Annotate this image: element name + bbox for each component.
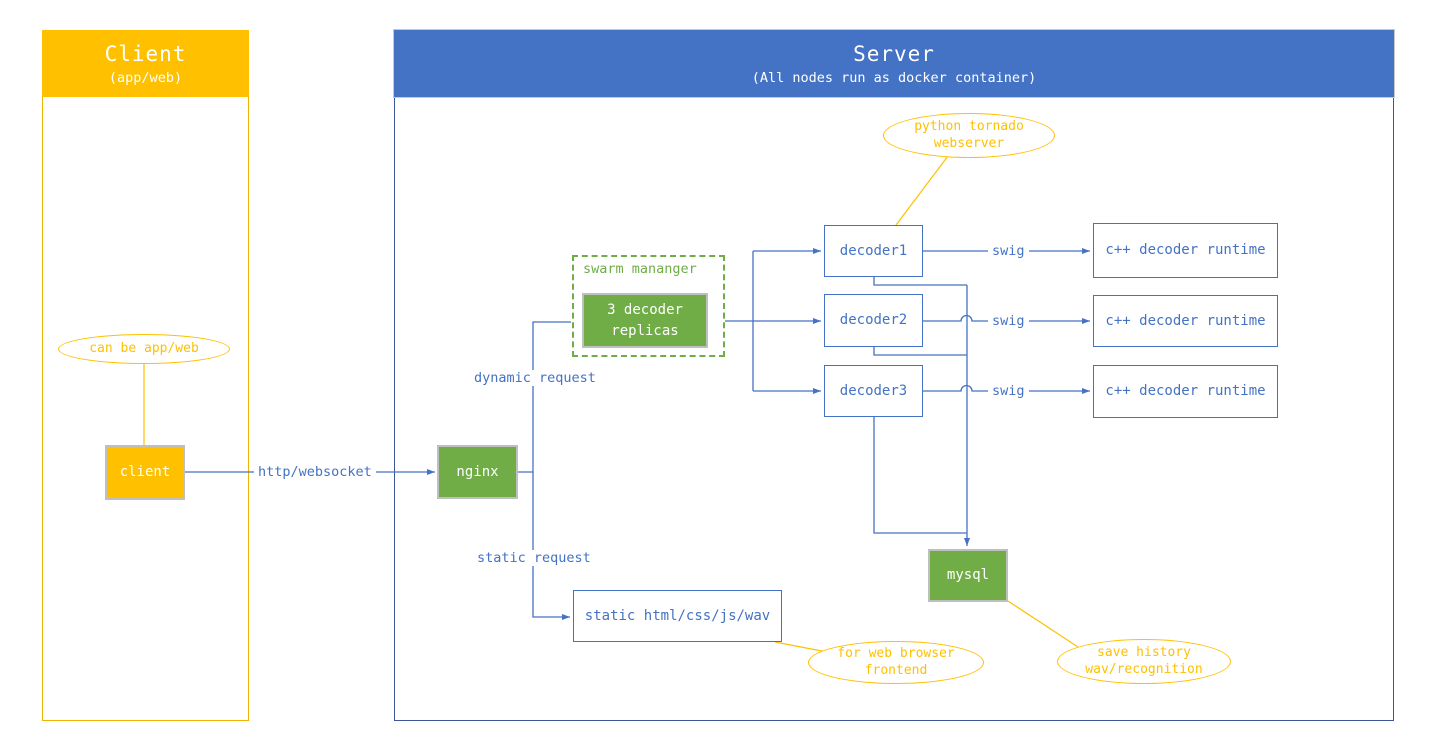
decoder1-node: decoder1 [824, 225, 923, 277]
python-tornado-line2: webserver [933, 135, 1005, 151]
server-container: Server (All nodes run as docker containe… [393, 29, 1395, 721]
swarm-manager-label: swarm mananger [583, 261, 697, 277]
runtime3-label: c++ decoder runtime [1105, 383, 1266, 400]
swig1-label: swig [988, 243, 1029, 259]
client-node-label: client [119, 464, 171, 481]
server-container-header: Server (All nodes run as docker containe… [393, 29, 1395, 98]
nginx-node-label: nginx [456, 463, 499, 480]
runtime2-node: c++ decoder runtime [1093, 295, 1278, 347]
runtime1-node: c++ decoder runtime [1093, 223, 1278, 278]
decoder3-node: decoder3 [824, 365, 923, 417]
replicas-line1: 3 decoder [607, 302, 683, 319]
edge-decoder3-mysql [873, 417, 967, 534]
server-subtitle: (All nodes run as docker container) [751, 69, 1037, 86]
nginx-node: nginx [437, 445, 518, 499]
client-subtitle: (app/web) [108, 69, 183, 86]
python-tornado-ellipse: python tornado webserver [883, 113, 1055, 158]
link-static-frontend [774, 641, 828, 653]
static-files-node: static html/css/js/wav [573, 590, 782, 642]
swig3-label: swig [988, 383, 1029, 399]
runtime2-label: c++ decoder runtime [1105, 312, 1266, 329]
decoder-replicas-node: 3 decoder replicas [582, 293, 708, 348]
edge-decoder2-mysql [873, 347, 967, 356]
decoder2-node: decoder2 [824, 294, 923, 347]
save-history-line2: wav/recognition [1085, 661, 1203, 677]
client-container-header: Client (app/web) [42, 30, 249, 97]
mysql-node: mysql [928, 549, 1008, 602]
dynamic-request-label: dynamic request [474, 370, 596, 386]
edge-nginx-swarm [518, 321, 571, 473]
link-tornado-decoder1 [895, 155, 949, 226]
python-tornado-line1: python tornado [914, 118, 1024, 134]
save-history-line1: save history [1097, 644, 1191, 660]
decoder1-label: decoder1 [839, 242, 908, 259]
static-files-label: static html/css/js/wav [584, 607, 771, 624]
swig2-label: swig [988, 313, 1029, 329]
client-container: Client (app/web) [42, 30, 249, 721]
for-web-browser-line2: frontend [864, 662, 928, 678]
http-websocket-label: http/websocket [254, 464, 376, 480]
for-web-browser-ellipse: for web browser frontend [808, 641, 984, 684]
runtime3-node: c++ decoder runtime [1093, 365, 1278, 418]
save-history-ellipse: save history wav/recognition [1057, 639, 1231, 684]
can-be-app-web-ellipse: can be app/web [58, 334, 230, 364]
swarm-manager-group: swarm mananger [572, 255, 725, 357]
server-title: Server [853, 41, 935, 66]
decoder2-label: decoder2 [839, 312, 908, 329]
for-web-browser-line1: for web browser [837, 645, 955, 661]
decoder3-label: decoder3 [839, 382, 908, 399]
client-title: Client [104, 41, 187, 66]
link-mysql-savehistory [1007, 600, 1079, 648]
mysql-label: mysql [946, 567, 990, 584]
static-request-label: static request [477, 550, 591, 566]
can-be-app-web-text: can be app/web [89, 340, 199, 356]
replicas-line2: replicas [611, 322, 679, 339]
client-node: client [105, 445, 185, 500]
edge-nginx-static [532, 472, 570, 620]
edge-decoder1-mysql [873, 277, 967, 286]
runtime1-label: c++ decoder runtime [1105, 242, 1266, 259]
